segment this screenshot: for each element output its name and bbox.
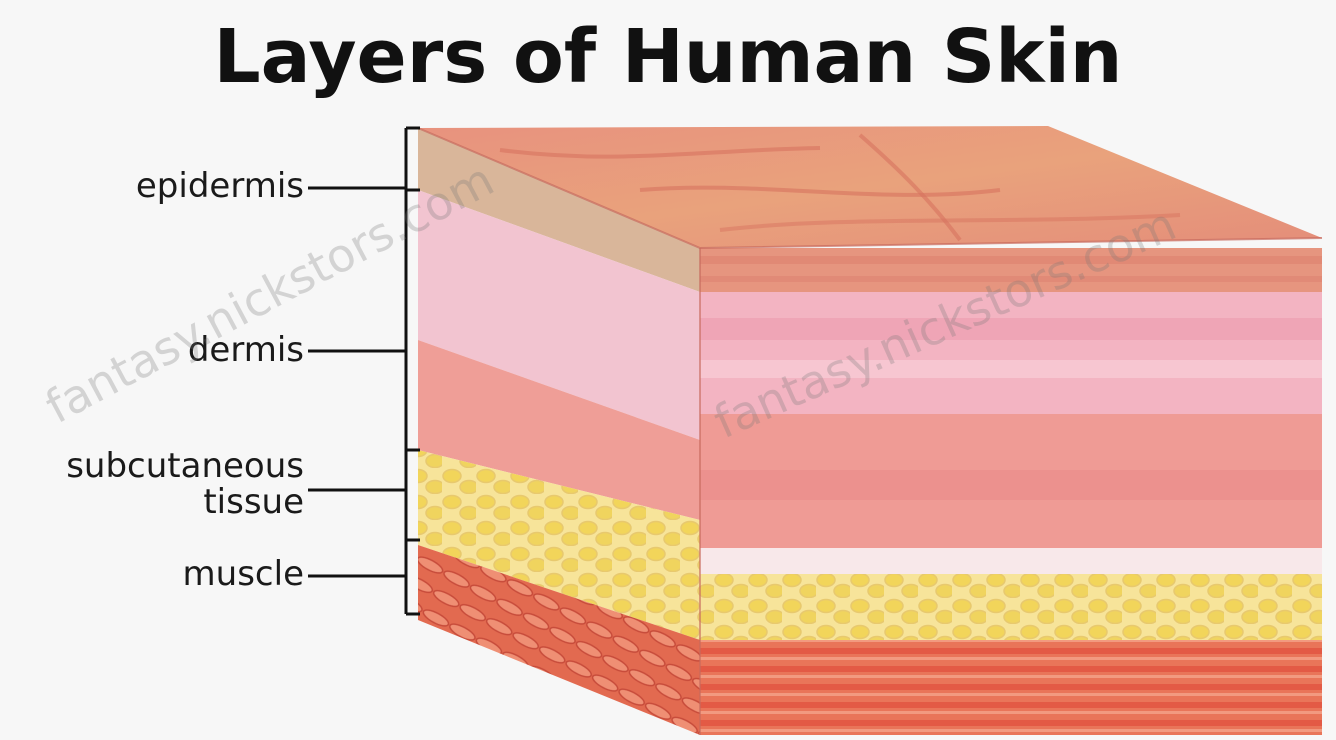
label-muscle: muscle [60,556,304,592]
label-subcutaneous-line2: tissue [8,484,304,520]
label-epidermis: epidermis [60,168,304,204]
label-subcutaneous-line1: subcutaneous [8,448,304,484]
muscle-layer [700,640,1322,735]
label-subcutaneous-tissue: subcutaneous tissue [8,448,304,520]
fat-layer [700,574,1322,640]
